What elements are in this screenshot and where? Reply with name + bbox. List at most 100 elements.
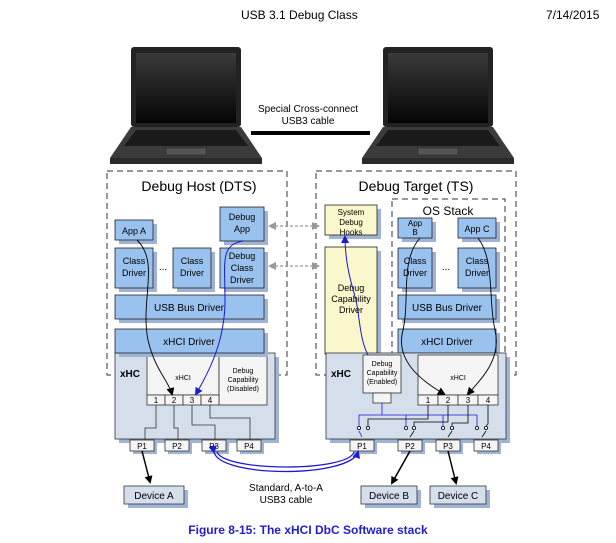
dbc-driver-label-3: Driver	[339, 305, 363, 315]
host-xhc-label: xHC	[120, 369, 140, 380]
host-root-port-3: 3	[190, 396, 195, 405]
debug-class-driver-box	[219, 247, 265, 289]
target-root-ports: 1 2 3 4	[417, 394, 499, 406]
target-port-p3-label: P3	[443, 442, 453, 451]
laptop-target-icon	[362, 47, 514, 164]
target-port-p4	[473, 439, 499, 452]
app-a-box	[114, 219, 154, 241]
figure-caption: Figure 8-15: The xHCI DbC Software stack	[188, 523, 428, 537]
host-class-driver-1	[114, 247, 154, 289]
host-root-port-1: 1	[154, 396, 159, 405]
host-stack: App A Debug App Class Driver ... Class D…	[114, 206, 268, 357]
host-app-a-path	[136, 239, 175, 396]
target-debug-stack: System Debug Hooks Debug Capability Driv…	[324, 204, 381, 358]
a-to-a-cable-label-1: Standard, A-to-A	[249, 483, 323, 494]
target-port-switches	[356, 403, 489, 438]
os-stack: App B App C Class Driver ... Class Drive…	[397, 217, 500, 357]
dbc-driver-label-2: Capability	[331, 294, 371, 304]
target-root-port-4: 4	[486, 396, 491, 405]
host-class-driver-2	[172, 247, 212, 289]
debug-host-title: Debug Host (DTS)	[141, 178, 256, 194]
host-root-port-2: 2	[172, 396, 177, 405]
host-xhci-driver	[114, 328, 265, 354]
target-dbc-line2: Capability	[367, 370, 398, 377]
host-debug-app-path	[194, 240, 244, 396]
debug-app-label-2: App	[234, 224, 250, 234]
host-port-p3-label: P3	[209, 442, 219, 451]
debug-app-link-arrowhead	[268, 222, 276, 230]
app-b-box	[397, 217, 433, 239]
target-app-b-path	[401, 237, 446, 396]
host-class-driver-2-label-2: Driver	[180, 268, 204, 278]
app-c-box	[457, 217, 497, 239]
debug-class-driver-label-2: Class	[231, 263, 254, 273]
target-root-port-2: 2	[446, 396, 451, 405]
system-debug-hooks-box	[324, 204, 378, 236]
target-dbc-port	[372, 392, 392, 404]
host-usb-bus-driver-label: USB Bus Driver	[154, 303, 225, 314]
host-port-p2	[164, 439, 190, 452]
cross-cable-label-2: USB3 cable	[282, 116, 335, 127]
debug-app-box	[219, 206, 265, 242]
host-dbc-line3: (Disabled)	[227, 386, 259, 393]
host-usb-bus-driver	[114, 294, 265, 320]
host-class-driver-1-label-1: Class	[123, 256, 146, 266]
target-root-port-3: 3	[466, 396, 471, 405]
p2-to-device-b-arrow	[391, 450, 411, 485]
system-debug-hooks-label-2: Debug	[339, 218, 363, 227]
target-app-c-path	[466, 237, 497, 396]
host-port-p1-label: P1	[137, 442, 147, 451]
host-root-ports: 1 2 3 4	[146, 394, 220, 406]
target-usb-bus-driver-label: USB Bus Driver	[412, 303, 483, 314]
app-a-label: App A	[122, 226, 146, 236]
debug-class-driver-label-3: Driver	[230, 275, 254, 285]
host-xhci-driver-label: xHCI Driver	[163, 337, 215, 348]
host-dbc-line1: Debug	[233, 368, 254, 375]
debug-target-title: Debug Target (TS)	[359, 178, 474, 194]
target-dbc-enabled	[362, 354, 402, 394]
a-to-a-cable-label-2: USB3 cable	[260, 495, 313, 506]
device-c	[429, 485, 487, 505]
target-xhci-label: xHCI	[450, 375, 466, 382]
debug-app-label-1: Debug	[229, 212, 256, 222]
target-class-driver-2	[457, 247, 497, 289]
host-root-port-4: 4	[208, 396, 213, 405]
host-dbc-line2: Capability	[228, 377, 259, 384]
target-port-p1-label: P1	[357, 442, 367, 451]
document-date: 7/14/2015	[546, 8, 600, 22]
target-class-driver-1-label-1: Class	[404, 256, 427, 266]
host-xhci-label: xHCI	[175, 375, 191, 382]
device-a-label: Device A	[134, 491, 174, 502]
target-dbc-line1: Debug	[372, 361, 393, 368]
target-usb-bus-driver	[397, 294, 497, 320]
host-p1-to-device-a-arrow	[141, 450, 153, 484]
target-class-driver-2-label-1: Class	[466, 256, 489, 266]
target-port-p4-label: P4	[481, 442, 491, 451]
host-port-p4-label: P4	[244, 442, 254, 451]
os-stack-title: OS Stack	[423, 204, 475, 218]
device-a	[123, 485, 185, 505]
target-dbc-line3: (Enabled)	[367, 379, 397, 386]
app-b-label-1: App	[408, 219, 423, 228]
target-class-driver-2-label-2: Driver	[465, 268, 489, 278]
system-debug-hooks-label-3: Hooks	[340, 228, 363, 237]
host-ellipsis: ...	[159, 262, 167, 273]
debug-class-driver-label-1: Debug	[229, 251, 256, 261]
target-ellipsis: ...	[442, 262, 450, 273]
target-xhci	[417, 354, 499, 396]
target-xhci-driver-label: xHCI Driver	[421, 337, 473, 348]
target-dbc-path	[341, 235, 369, 356]
host-port-wiring	[144, 405, 251, 440]
system-debug-hooks-label-1: System	[338, 208, 365, 217]
target-class-driver-1	[397, 247, 433, 289]
app-c-label: App C	[464, 224, 490, 234]
target-ports: P1 P2 P3 P4	[349, 439, 501, 454]
device-c-label: Device C	[438, 491, 479, 502]
host-class-driver-1-label-2: Driver	[122, 268, 146, 278]
target-xhc-label: xHC	[331, 369, 351, 380]
document-title: USB 3.1 Debug Class	[241, 8, 358, 22]
p3-to-device-c-arrow	[447, 450, 459, 485]
laptop-host-icon	[110, 47, 262, 164]
host-class-driver-2-label-1: Class	[181, 256, 204, 266]
